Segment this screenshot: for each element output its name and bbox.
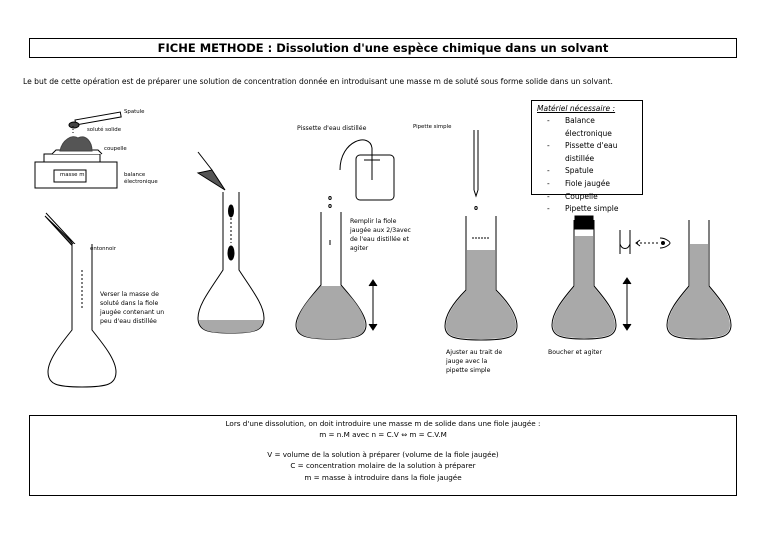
spatula-pour-icon: [196, 151, 226, 191]
balance-icon: [34, 153, 118, 189]
step-remplir-line: de l'eau distillée et: [350, 236, 409, 243]
shake-arrow-icon: [368, 279, 378, 331]
materiel-item: Pissette d'eau distillée: [537, 140, 637, 165]
page-title: FICHE METHODE : Dissolution d'une espèce…: [29, 38, 737, 58]
step-ajuster-line: jauge avec la: [446, 358, 488, 365]
spatula-icon: [68, 111, 122, 129]
summary-line-5: m = masse à introduire dans la fiole jau…: [304, 472, 462, 482]
step-remplir: Remplir la fiole jaugée aux 2/3avec de l…: [350, 217, 411, 253]
summary-line-4: C = concentration molaire de la solution…: [290, 461, 476, 471]
step-remplir-line: jaugée aux 2/3avec: [350, 227, 411, 234]
label-solute-solide: soluté solide: [87, 127, 122, 133]
label-pissette: Pissette d'eau distillée: [297, 125, 367, 132]
pipette-icon: [473, 130, 479, 210]
materiel-title: Matériel nécessaire :: [537, 104, 616, 113]
label-balance-line-2: électronique: [124, 179, 158, 185]
step-ajuster: Ajuster au trait de jauge avec la pipett…: [446, 348, 502, 375]
label-spatule: Spatule: [124, 109, 145, 115]
step-verser-line: soluté dans la fiole: [100, 300, 159, 307]
materiel-item: Spatule: [537, 165, 637, 178]
summary-line-3: V = volume de la solution à préparer (vo…: [267, 449, 499, 459]
step-verser: Verser la masse de soluté dans la fiole …: [100, 290, 190, 326]
label-balance-line-1: balance: [124, 172, 146, 178]
solute-heap-icon: [59, 136, 93, 152]
label-balance: balance électronique: [124, 172, 158, 186]
intro-text: Le but de cette opération est de prépare…: [23, 77, 613, 86]
summary-formula: m = n.M avec n = C.V ⇔ m = C.V.M: [319, 430, 447, 440]
label-pipette: Pipette simple: [413, 124, 452, 130]
meniscus-eye-icon: [619, 230, 671, 254]
label-masse-m: masse m: [60, 172, 85, 178]
wash-bottle-icon: [339, 139, 395, 201]
step-boucher: Boucher et agiter: [548, 349, 603, 356]
materiel-item: Coupelle: [537, 191, 637, 204]
step-remplir-line: agiter: [350, 245, 369, 252]
label-coupelle: coupelle: [104, 146, 127, 152]
materiel-item: Balance électronique: [537, 115, 637, 140]
label-entonnoir: entonnoir: [90, 246, 116, 252]
materiel-item: Fiole jaugée: [537, 178, 637, 191]
summary-line-1: Lors d'une dissolution, on doit introdui…: [225, 419, 541, 428]
stopper-icon: [574, 215, 594, 230]
step-verser-line: Verser la masse de: [100, 291, 159, 298]
step-ajuster-line: Ajuster au trait de: [446, 349, 503, 356]
step-ajuster-line: pipette simple: [446, 367, 491, 374]
step-remplir-line: Remplir la fiole: [350, 218, 397, 225]
materiel-item: Pipette simple: [537, 203, 637, 216]
step-verser-line: peu d'eau distillée: [100, 318, 157, 325]
shake-arrow-2-icon: [622, 277, 632, 331]
materiel-box: Matériel nécessaire : Balance électroniq…: [531, 100, 643, 215]
step-verser-line: jaugée contenant un: [100, 309, 165, 316]
summary-box: Lors d'une dissolution, on doit introdui…: [29, 415, 737, 496]
flask-1-icon: [47, 244, 117, 388]
